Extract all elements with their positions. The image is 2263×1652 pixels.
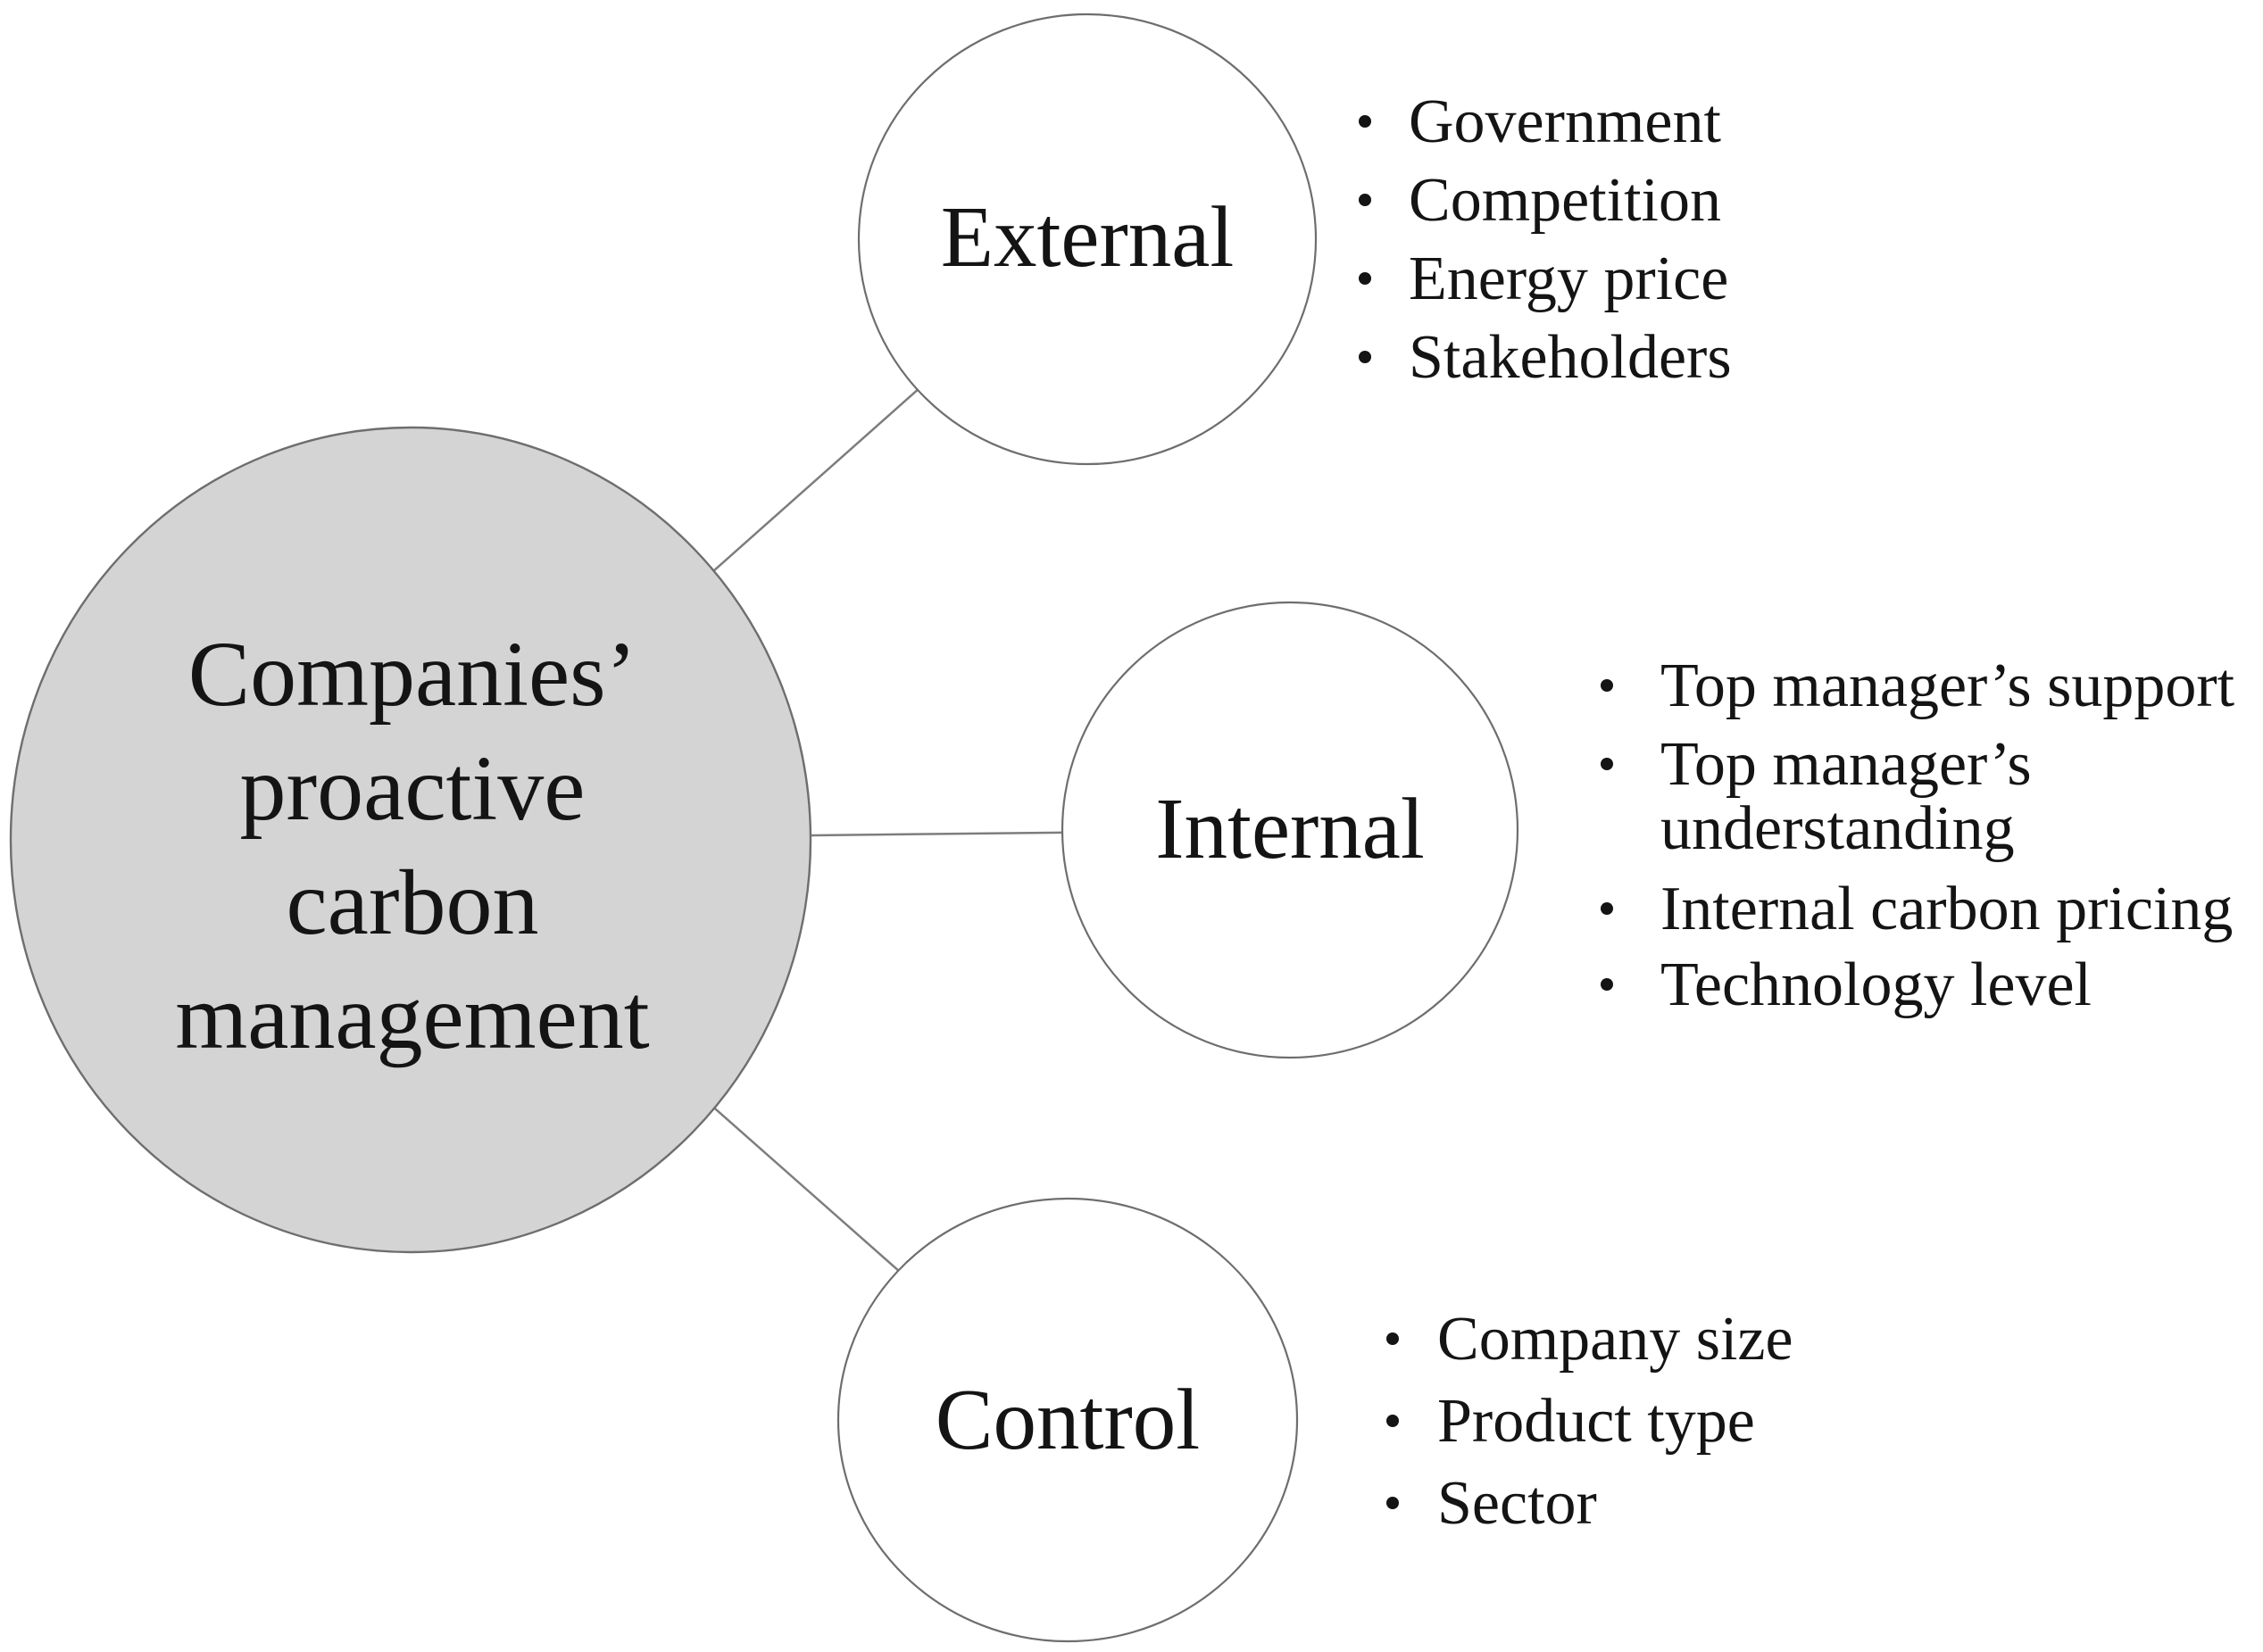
bullet-dot xyxy=(1601,758,1613,770)
bullet-dot xyxy=(1601,902,1613,915)
center-node-label-line: Companies’ xyxy=(188,623,637,726)
control-node: Control xyxy=(836,1197,1299,1643)
internal-list-item: Technology level xyxy=(1660,951,2092,1019)
control-node-circle xyxy=(836,1197,1299,1643)
external-list-item: Government xyxy=(1409,87,1721,156)
center-node-label-line: proactive xyxy=(240,737,586,840)
control-node-label: Control xyxy=(936,1372,1200,1467)
external-node-circle xyxy=(857,12,1318,466)
center-node-label-line: management xyxy=(175,966,649,1068)
bullet-dot xyxy=(1359,115,1371,128)
bullet-dot xyxy=(1601,679,1613,692)
external-list-item: Energy price xyxy=(1409,245,1728,313)
internal-list-item-wrap: understanding xyxy=(1660,794,2015,863)
internal-list-item: Top manager’s xyxy=(1660,730,2032,799)
bullet-dot xyxy=(1359,272,1371,285)
bullet-dot xyxy=(1386,1415,1399,1427)
control-list-item: Company size xyxy=(1437,1305,1793,1374)
internal-list-item: Top manager’s support xyxy=(1660,652,2235,720)
center-node: Companies’ proactive carbon management xyxy=(9,426,812,1254)
center-node-label-line: carbon xyxy=(287,851,539,954)
bullet-dot xyxy=(1386,1332,1399,1345)
internal-node-circle xyxy=(1061,601,1519,1059)
external-bullet-list: Government Competition Energy price Stak… xyxy=(1359,87,1732,392)
center-node-circle xyxy=(9,426,812,1254)
control-list-item: Product type xyxy=(1437,1387,1755,1456)
bullet-dot xyxy=(1386,1497,1399,1509)
internal-node: Internal xyxy=(1061,601,1519,1059)
control-bullet-list: Company size Product type Sector xyxy=(1386,1305,1793,1538)
internal-list-item: Internal carbon pricing xyxy=(1660,875,2233,943)
internal-node-label: Internal xyxy=(1155,781,1425,876)
external-list-item: Stakeholders xyxy=(1409,323,1732,392)
bullet-dot xyxy=(1359,194,1371,206)
internal-bullet-list: Top manager’s support Top manager’s unde… xyxy=(1601,652,2235,1019)
external-list-item: Competition xyxy=(1409,166,1721,235)
external-node-label: External xyxy=(941,189,1235,285)
control-list-item: Sector xyxy=(1437,1469,1597,1538)
external-node: External xyxy=(857,12,1318,466)
bullet-dot xyxy=(1359,351,1371,363)
bullet-dot xyxy=(1601,978,1613,991)
